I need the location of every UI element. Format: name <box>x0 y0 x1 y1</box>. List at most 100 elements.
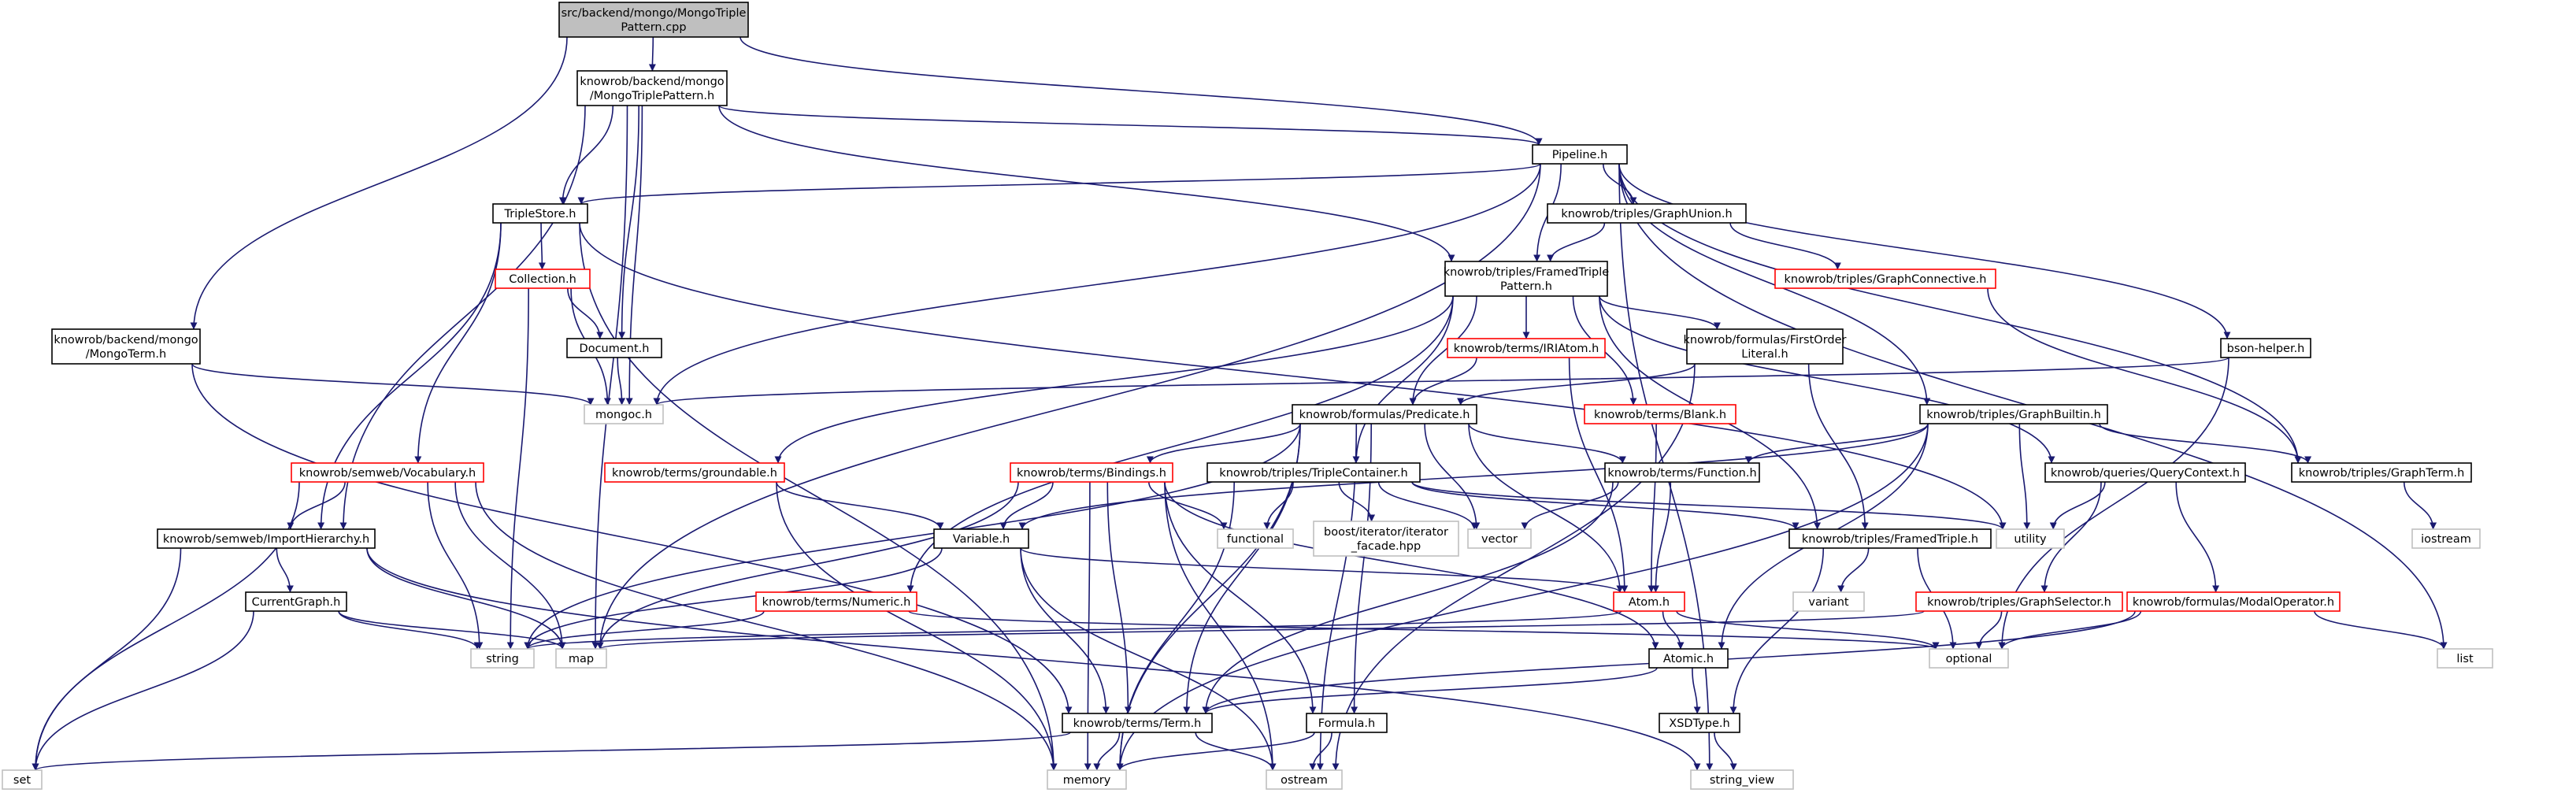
node-groundable_h[interactable]: knowrob/terms/groundable.h <box>604 462 785 483</box>
edge-arrow <box>427 481 484 650</box>
node-currentgraph_h[interactable]: CurrentGraph.h <box>245 591 347 612</box>
edge-bindings_h-to-term_h <box>1106 481 1132 714</box>
node-graphterm_h[interactable]: knowrob/triples/GraphTerm.h <box>2291 462 2472 483</box>
node-label: /MongoTriplePattern.h <box>590 90 714 102</box>
edge-arrow <box>1676 610 1940 650</box>
edge-framedtriplepattern_h-to-triplecontainer_h <box>1352 295 1454 464</box>
node-atomic_h[interactable]: Atomic.h <box>1648 648 1729 669</box>
edge-arrow <box>653 163 1541 406</box>
node-box <box>1929 648 2009 669</box>
node-layer: src/backend/mongo/MongoTriplePattern.cpp… <box>2 2 2493 790</box>
node-mongo_term_h[interactable]: knowrob/backend/mongo/MongoTerm.h <box>51 328 201 365</box>
edge-arrow <box>1837 547 1870 593</box>
edge-graphconnective_h-to-graphterm_h <box>1987 287 2302 464</box>
node-pipeline_h[interactable]: Pipeline.h <box>1532 144 1628 165</box>
edge-firstorderliteral_h-to-ostream <box>1332 363 1696 771</box>
node-box <box>1292 404 1477 424</box>
node-label: XSDType.h <box>1669 717 1729 730</box>
node-ostream: ostream <box>1266 769 1343 790</box>
node-label: knowrob/formulas/FirstOrder <box>1684 334 1847 346</box>
node-document_h[interactable]: Document.h <box>566 338 662 358</box>
edge-framedtriple_h-to-xsdtype_h <box>1729 547 1825 714</box>
edge-arrow <box>1093 732 1121 771</box>
edge-graphbuiltin_h-to-utility <box>2018 423 2031 530</box>
node-querycontext_h[interactable]: knowrob/queries/QueryContext.h <box>2044 462 2246 483</box>
node-label: knowrob/terms/Blank.h <box>1594 409 1726 421</box>
node-blank_h[interactable]: knowrob/terms/Blank.h <box>1584 404 1736 424</box>
edge-vocabulary_h-to-string <box>427 481 484 650</box>
edge-currentgraph_h-to-string <box>338 610 481 650</box>
edge-bindings_h-to-formula_h <box>1164 481 1317 714</box>
edge-iriatom_h-to-atom_h <box>1568 357 1629 593</box>
edge-arrow <box>454 481 566 650</box>
edge-arrow <box>618 105 639 339</box>
edge-querycontext_h-to-utility <box>2049 481 2106 530</box>
node-box <box>558 2 749 38</box>
node-label: knowrob/triples/GraphBuiltin.h <box>1926 409 2101 421</box>
edge-arrow <box>1018 423 1929 530</box>
node-label: _facade.hpp <box>1351 540 1421 553</box>
node-box <box>1313 521 1459 557</box>
edge-arrow <box>776 481 944 530</box>
node-graphbuiltin_h[interactable]: knowrob/triples/GraphBuiltin.h <box>1919 404 2108 424</box>
node-numeric_h[interactable]: knowrob/terms/Numeric.h <box>755 591 917 612</box>
edge-arrow <box>366 547 566 650</box>
edge-variable_h-to-string <box>524 547 943 650</box>
node-modaloperator_h[interactable]: knowrob/formulas/ModalOperator.h <box>2126 591 2341 612</box>
edge-importhierarchy_h-to-map <box>366 547 566 650</box>
edge-arrow <box>1568 357 1629 593</box>
node-term_h[interactable]: knowrob/terms/Term.h <box>1062 713 1213 733</box>
node-atom_h[interactable]: Atom.h <box>1613 591 1685 612</box>
node-label: knowrob/terms/groundable.h <box>612 467 777 480</box>
node-mongo_triple_pattern_h[interactable]: knowrob/backend/mongo/MongoTriplePattern… <box>576 70 728 106</box>
edge-arrow <box>1457 363 1696 406</box>
node-predicate_h[interactable]: knowrob/formulas/Predicate.h <box>1292 404 1477 424</box>
edge-predicate_h-to-string <box>524 423 1301 650</box>
node-label: Collection.h <box>509 273 576 286</box>
edge-arrow <box>524 547 943 650</box>
node-importhierarchy_h[interactable]: knowrob/semweb/ImportHierarchy.h <box>157 528 376 549</box>
edge-arrow <box>524 423 1301 650</box>
edge-triplestore_h-to-utility <box>579 222 2007 530</box>
edge-arrow <box>1377 481 1478 530</box>
edge-triplestore_h-to-vocabulary_h <box>414 222 502 464</box>
node-vocabulary_h[interactable]: knowrob/semweb/Vocabulary.h <box>291 462 484 483</box>
node-box <box>1686 328 1844 365</box>
edge-numeric_h-to-string <box>524 610 765 650</box>
node-label: CurrentGraph.h <box>252 596 341 609</box>
node-box <box>1648 648 1729 669</box>
node-graphselector_h[interactable]: knowrob/triples/GraphSelector.h <box>1915 591 2123 612</box>
node-formula_h[interactable]: Formula.h <box>1306 713 1388 733</box>
node-triplecontainer_h[interactable]: knowrob/triples/TripleContainer.h <box>1206 462 1421 483</box>
node-iostream: iostream <box>2411 528 2481 549</box>
node-label: knowrob/triples/GraphSelector.h <box>1927 596 2111 609</box>
edge-arrow <box>32 610 254 771</box>
node-graphunion_h[interactable]: knowrob/triples/GraphUnion.h <box>1547 203 1747 224</box>
node-collection_h[interactable]: Collection.h <box>495 269 591 289</box>
node-label: knowrob/terms/Numeric.h <box>762 596 911 609</box>
edge-triplecontainer_h-to-vector <box>1377 481 1478 530</box>
node-graphconnective_h[interactable]: knowrob/triples/GraphConnective.h <box>1774 269 1996 289</box>
edge-arrow <box>558 105 614 205</box>
edge-bindings_h-to-atomic_h <box>1164 481 1659 650</box>
edge-arrow <box>1692 667 1701 714</box>
node-iriatom_h[interactable]: knowrob/terms/IRIAtom.h <box>1447 338 1606 358</box>
node-label: knowrob/formulas/Predicate.h <box>1299 409 1470 421</box>
node-triplestore_h[interactable]: TripleStore.h <box>492 203 588 224</box>
node-box <box>1613 591 1685 612</box>
node-bsonhelper_h[interactable]: bson-helper.h <box>2220 338 2311 358</box>
edge-arrow <box>1729 222 1841 270</box>
edge-arrow <box>1020 547 1277 771</box>
node-xsdtype_h[interactable]: XSDType.h <box>1659 713 1740 733</box>
node-framedtriple_h[interactable]: knowrob/triples/FramedTriple.h <box>1788 528 1992 549</box>
node-bindings_h[interactable]: knowrob/terms/Bindings.h <box>1010 462 1173 483</box>
edge-variable_h-to-atom_h <box>1020 547 1624 593</box>
node-function_h[interactable]: knowrob/terms/Function.h <box>1604 462 1760 483</box>
node-variable_h[interactable]: Variable.h <box>933 528 1029 549</box>
edge-arrow <box>1468 423 1626 464</box>
node-root[interactable]: src/backend/mongo/MongoTriplePattern.cpp <box>558 2 749 38</box>
edge-formula_h-to-memory <box>1116 732 1315 771</box>
edge-triplestore_h-to-collection_h <box>538 222 546 270</box>
